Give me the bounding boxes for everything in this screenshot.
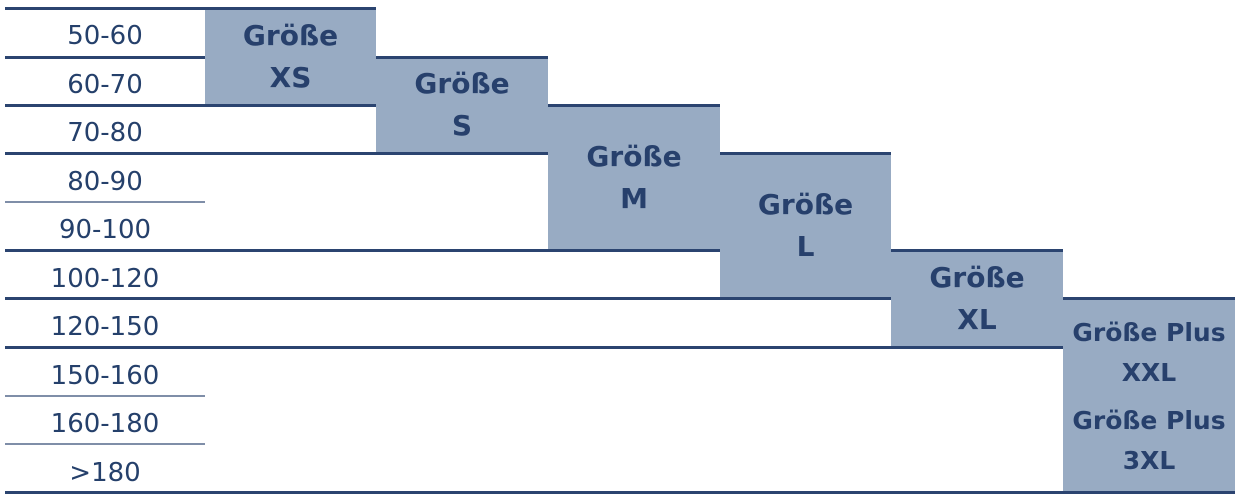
rule-row-1a <box>5 56 205 59</box>
size-block-m-line2: M <box>620 181 648 215</box>
size-plus-3xl: Größe Plus 3XL <box>1072 401 1225 481</box>
size-block-s-line2: S <box>451 109 473 142</box>
size-block-xl: Größe XL <box>891 250 1063 347</box>
rule-bottom <box>5 491 1235 494</box>
size-block-xs-line1: Größe <box>242 18 339 52</box>
rule-row-4-thin <box>5 201 205 203</box>
rule-row-3a <box>5 152 548 155</box>
size-block-s-line1: Größe <box>414 67 510 100</box>
range-label-0: 50-60 <box>67 21 143 51</box>
size-block-l-line1: Größe <box>757 187 854 221</box>
size-block-xl-line1: Größe <box>929 260 1025 294</box>
size-block-xs: Größe XS <box>205 8 376 105</box>
size-block-m: Größe M <box>548 105 720 250</box>
size-block-l-line2: L <box>796 229 815 263</box>
range-label-5: 100-120 <box>50 264 160 294</box>
size-plus-xxl: Größe Plus XXL <box>1072 313 1225 393</box>
rule-row-6b <box>1063 297 1235 300</box>
rule-top <box>5 7 376 10</box>
range-label-4: 90-100 <box>58 215 152 245</box>
range-label-1: 60-70 <box>67 70 143 100</box>
size-block-xl-line2: XL <box>957 302 997 336</box>
size-plus-3xl-line1: Größe Plus <box>1072 406 1226 435</box>
range-label-3: 80-90 <box>67 167 143 197</box>
rule-row-5a <box>5 249 720 252</box>
range-label-8: 160-180 <box>50 409 160 439</box>
size-block-xs-line2: XS <box>269 60 312 94</box>
rule-row-8-thin <box>5 395 205 397</box>
rule-row-5b <box>891 249 1063 252</box>
rule-row-9-thin <box>5 443 205 445</box>
size-block-s: Größe S <box>376 57 548 153</box>
size-plus-xxl-line2: XXL <box>1121 358 1177 387</box>
rule-row-3b <box>720 152 891 155</box>
rule-row-1b <box>376 56 548 59</box>
range-label-2: 70-80 <box>67 118 143 148</box>
size-block-plus: Größe Plus XXL Größe Plus 3XL <box>1063 298 1235 492</box>
rule-row-2b <box>548 104 720 107</box>
size-block-l: Größe L <box>720 153 891 298</box>
range-label-9: >180 <box>69 458 141 488</box>
rule-row-7 <box>5 346 1063 349</box>
range-label-6: 120-150 <box>50 312 160 342</box>
rule-row-2a <box>5 104 376 107</box>
rule-row-6a <box>5 297 891 300</box>
size-plus-xxl-line1: Größe Plus <box>1072 318 1226 347</box>
range-label-7: 150-160 <box>50 361 160 391</box>
size-block-m-line1: Größe <box>586 139 682 173</box>
size-plus-3xl-line2: 3XL <box>1122 446 1176 475</box>
